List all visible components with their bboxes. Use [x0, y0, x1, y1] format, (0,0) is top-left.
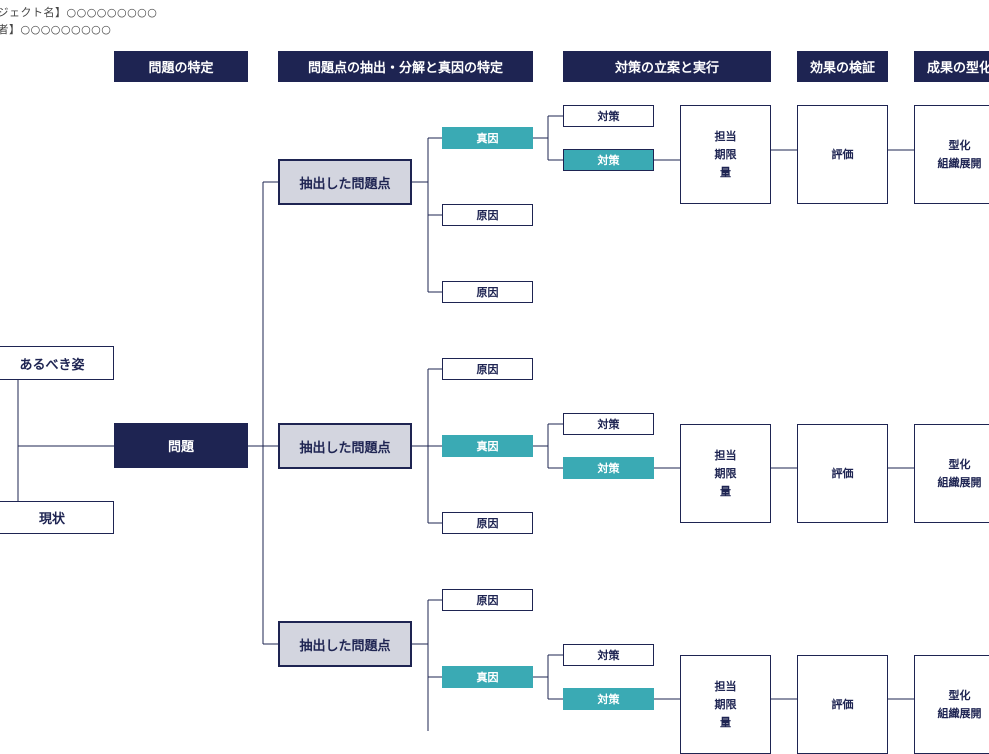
issue-box-1: 抽出した問題点: [278, 159, 412, 205]
cause-1-2: 原因: [442, 204, 533, 226]
ideal-state-box: あるべき姿: [0, 346, 114, 380]
header-standardize: 成果の型化: [914, 51, 989, 82]
header-extract: 問題点の抽出・分解と真因の特定: [278, 51, 533, 82]
standardize-block-1: 型化 組織展開: [914, 105, 989, 204]
cause-3-1: 原因: [442, 589, 533, 611]
project-name-line: ロジェクト名】○○○○○○○○○: [0, 6, 158, 19]
root-cause-3: 真因: [442, 666, 533, 688]
measure-2a: 対策: [563, 413, 654, 435]
problem-box: 問題: [114, 423, 248, 468]
measure-2b: 対策: [563, 457, 654, 479]
header-measures: 対策の立案と実行: [563, 51, 771, 82]
evaluation-block-1: 評価: [797, 105, 888, 204]
execution-block-2: 担当 期限 量: [680, 424, 771, 523]
evaluation-block-2: 評価: [797, 424, 888, 523]
author-line: 成者】○○○○○○○○○: [0, 23, 112, 36]
root-cause-1: 真因: [442, 127, 533, 149]
standardize-block-3: 型化 組織展開: [914, 655, 989, 754]
cause-1-3: 原因: [442, 281, 533, 303]
measure-1b: 対策: [563, 149, 654, 171]
measure-3a: 対策: [563, 644, 654, 666]
cause-2-1: 原因: [442, 358, 533, 380]
root-cause-2: 真因: [442, 435, 533, 457]
issue-box-3: 抽出した問題点: [278, 621, 412, 667]
header-identify: 問題の特定: [114, 51, 248, 82]
connector-lines: [17, 115, 914, 731]
header-verify: 効果の検証: [797, 51, 888, 82]
issue-box-2: 抽出した問題点: [278, 423, 412, 469]
cause-2-3: 原因: [442, 512, 533, 534]
measure-3b: 対策: [563, 688, 654, 710]
evaluation-block-3: 評価: [797, 655, 888, 754]
current-state-box: 現状: [0, 501, 114, 534]
execution-block-3: 担当 期限 量: [680, 655, 771, 754]
standardize-block-2: 型化 組織展開: [914, 424, 989, 523]
measure-1a: 対策: [563, 105, 654, 127]
execution-block-1: 担当 期限 量: [680, 105, 771, 204]
